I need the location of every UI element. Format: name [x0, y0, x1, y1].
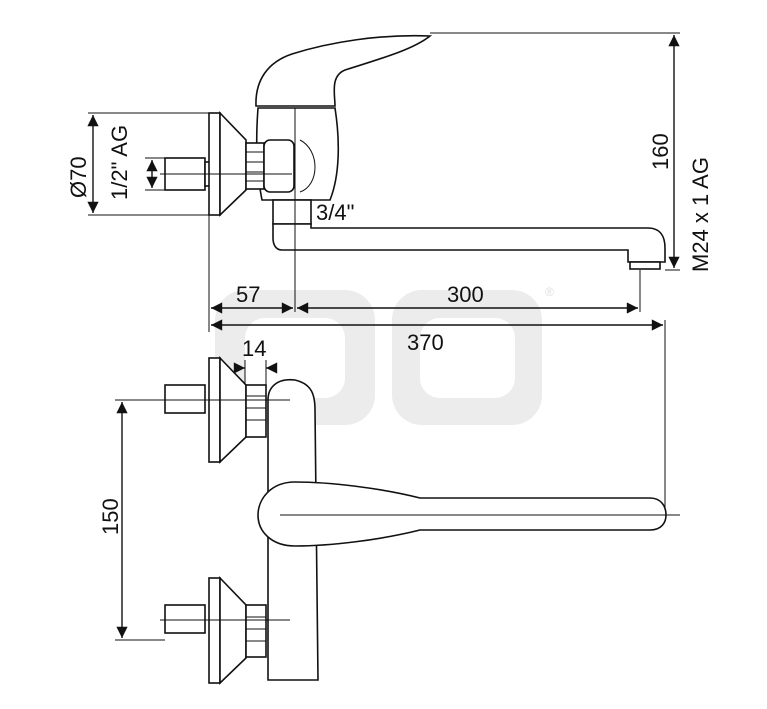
- flange-diameter-label: Ø70: [66, 156, 91, 198]
- lever-handle: [255, 34, 433, 107]
- aerator-thread-label: M24 x 1 AG: [688, 157, 713, 272]
- lever-plan: [257, 481, 667, 547]
- side-view: [160, 34, 666, 312]
- offset-label: 57: [236, 282, 260, 307]
- registered-mark: ®: [545, 285, 554, 299]
- aerator: [629, 261, 661, 270]
- reach-label: 300: [447, 282, 484, 307]
- overall-length-label: 370: [407, 330, 444, 355]
- height-label: 160: [648, 133, 673, 170]
- inlet-spacing-label: 150: [98, 498, 123, 535]
- outlet-connector: [272, 199, 312, 225]
- spout: [272, 223, 666, 263]
- plan-dimensions: 14 150: [98, 336, 278, 641]
- hex-nut: [245, 142, 265, 190]
- inlet-thread-label: 1/2" AG: [107, 125, 132, 200]
- side-dimensions: Ø70 1/2" AG 3/4" 160 M24 x 1 AG 57 300 3…: [66, 32, 713, 522]
- wall-flange: [208, 112, 221, 216]
- outlet-thread-label: 3/4": [316, 200, 354, 225]
- nut-width-label: 14: [242, 336, 266, 361]
- plan-view: [160, 356, 680, 685]
